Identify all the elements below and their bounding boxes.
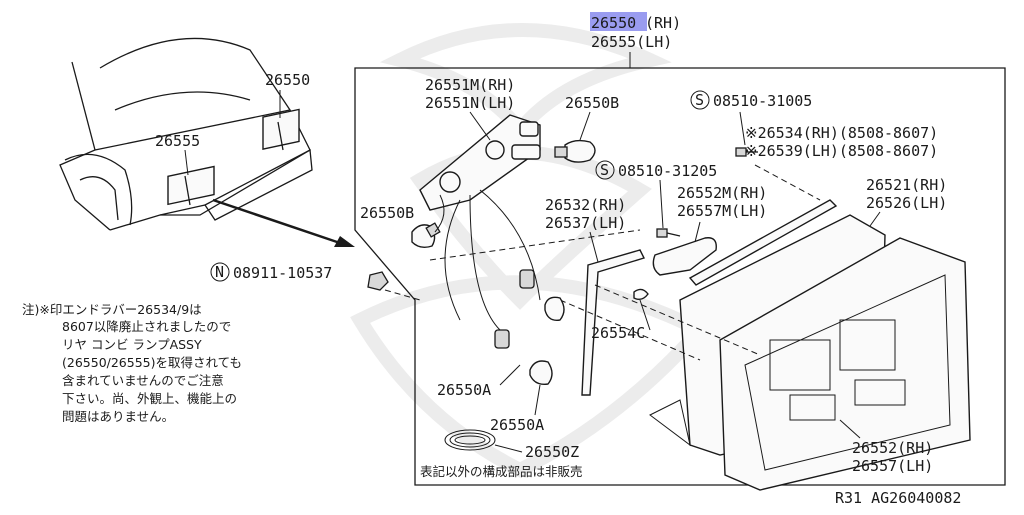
note-line-2: 8607以降廃止されましたので: [62, 319, 231, 334]
label-screw-08510-31205[interactable]: 08510-31205: [618, 162, 717, 180]
end-rubber-strip: [688, 199, 838, 286]
note-line-4: (26550/26555)を取得されても: [62, 355, 242, 370]
label-26550Z[interactable]: 26550Z: [525, 443, 579, 461]
lamp-housing: [649, 214, 971, 491]
label-26526[interactable]: 26526(LH): [866, 194, 947, 212]
screw-icon: [735, 147, 758, 157]
label-26537[interactable]: 26537(LH): [545, 214, 626, 232]
label-26552M[interactable]: 26552M(RH): [677, 184, 767, 202]
bulb-26550A-2: [529, 360, 553, 385]
label-26557M[interactable]: 26557M(LH): [677, 202, 767, 220]
label-26550B-left[interactable]: 26550B: [360, 204, 414, 222]
main-part-rh: (RH): [645, 14, 681, 32]
label-26554C[interactable]: 26554C: [591, 324, 645, 342]
highlight-box: [590, 12, 647, 31]
circle-n-icon: N: [215, 263, 224, 281]
label-26550A-2[interactable]: 26550A: [490, 416, 544, 434]
main-part-label: 26550 (RH) 26555(LH): [590, 12, 681, 51]
main-part-lh: 26555(LH): [591, 33, 672, 51]
arrow-icon: [212, 198, 355, 247]
label-26539[interactable]: ※26539(LH)(8508-8607): [745, 142, 938, 160]
note-line-7: 問題はありません。: [62, 409, 174, 424]
main-part-number[interactable]: 26550: [591, 14, 636, 32]
screw-icon-2: [656, 228, 681, 238]
car-label-26555[interactable]: 26555: [155, 132, 200, 150]
note-line-3: リヤ コンビ ランプASSY: [62, 337, 202, 352]
label-26552[interactable]: 26552(RH): [852, 439, 933, 457]
label-26550B-top[interactable]: 26550B: [565, 94, 619, 112]
gasket-26532: [581, 249, 645, 396]
label-screw-08510-31005[interactable]: 08510-31005: [713, 92, 812, 110]
lens-26552M: [652, 237, 717, 276]
bulb-26550B-left: [411, 222, 441, 249]
label-26532[interactable]: 26532(RH): [545, 196, 626, 214]
label-26551M[interactable]: 26551M(RH): [425, 76, 515, 94]
label-26534[interactable]: ※26534(RH)(8508-8607): [745, 124, 938, 142]
coiled-wire-26550Z: [444, 429, 496, 451]
label-26557[interactable]: 26557(LH): [852, 457, 933, 475]
bulb-26550B-top: [554, 139, 596, 163]
assembly-box: [354, 67, 1006, 486]
nut-icon: [367, 271, 389, 291]
label-nut-08911-10537[interactable]: 08911-10537: [233, 264, 332, 282]
note-line-5: 含まれていませんのでご注意: [62, 373, 224, 388]
circle-s-icon-2: S: [600, 161, 609, 179]
note-line-6: 下さい。尚、外観上、機能上の: [62, 391, 237, 406]
bulb-26550A-1: [544, 296, 565, 321]
label-26521[interactable]: 26521(RH): [866, 176, 947, 194]
note-line-1: 注)※印エンドラバー26534/9は: [22, 302, 202, 317]
label-26550A-1[interactable]: 26550A: [437, 381, 491, 399]
car-sketch: [59, 37, 313, 231]
grommet-26554C: [633, 288, 649, 301]
circle-s-icon: S: [695, 91, 704, 109]
diagram-code: R31 AG26040082: [835, 489, 961, 507]
socket-harness: [419, 114, 541, 211]
label-26551N[interactable]: 26551N(LH): [425, 94, 515, 112]
not-sold-note: 表記以外の構成部品は非販売: [420, 464, 583, 479]
caution-note: 注)※印エンドラバー26534/9は 8607以降廃止されましたので リヤ コン…: [22, 302, 242, 424]
car-label-26550[interactable]: 26550: [265, 71, 310, 89]
socket-26550A: [494, 269, 535, 349]
watermark-emblem: [350, 23, 712, 478]
